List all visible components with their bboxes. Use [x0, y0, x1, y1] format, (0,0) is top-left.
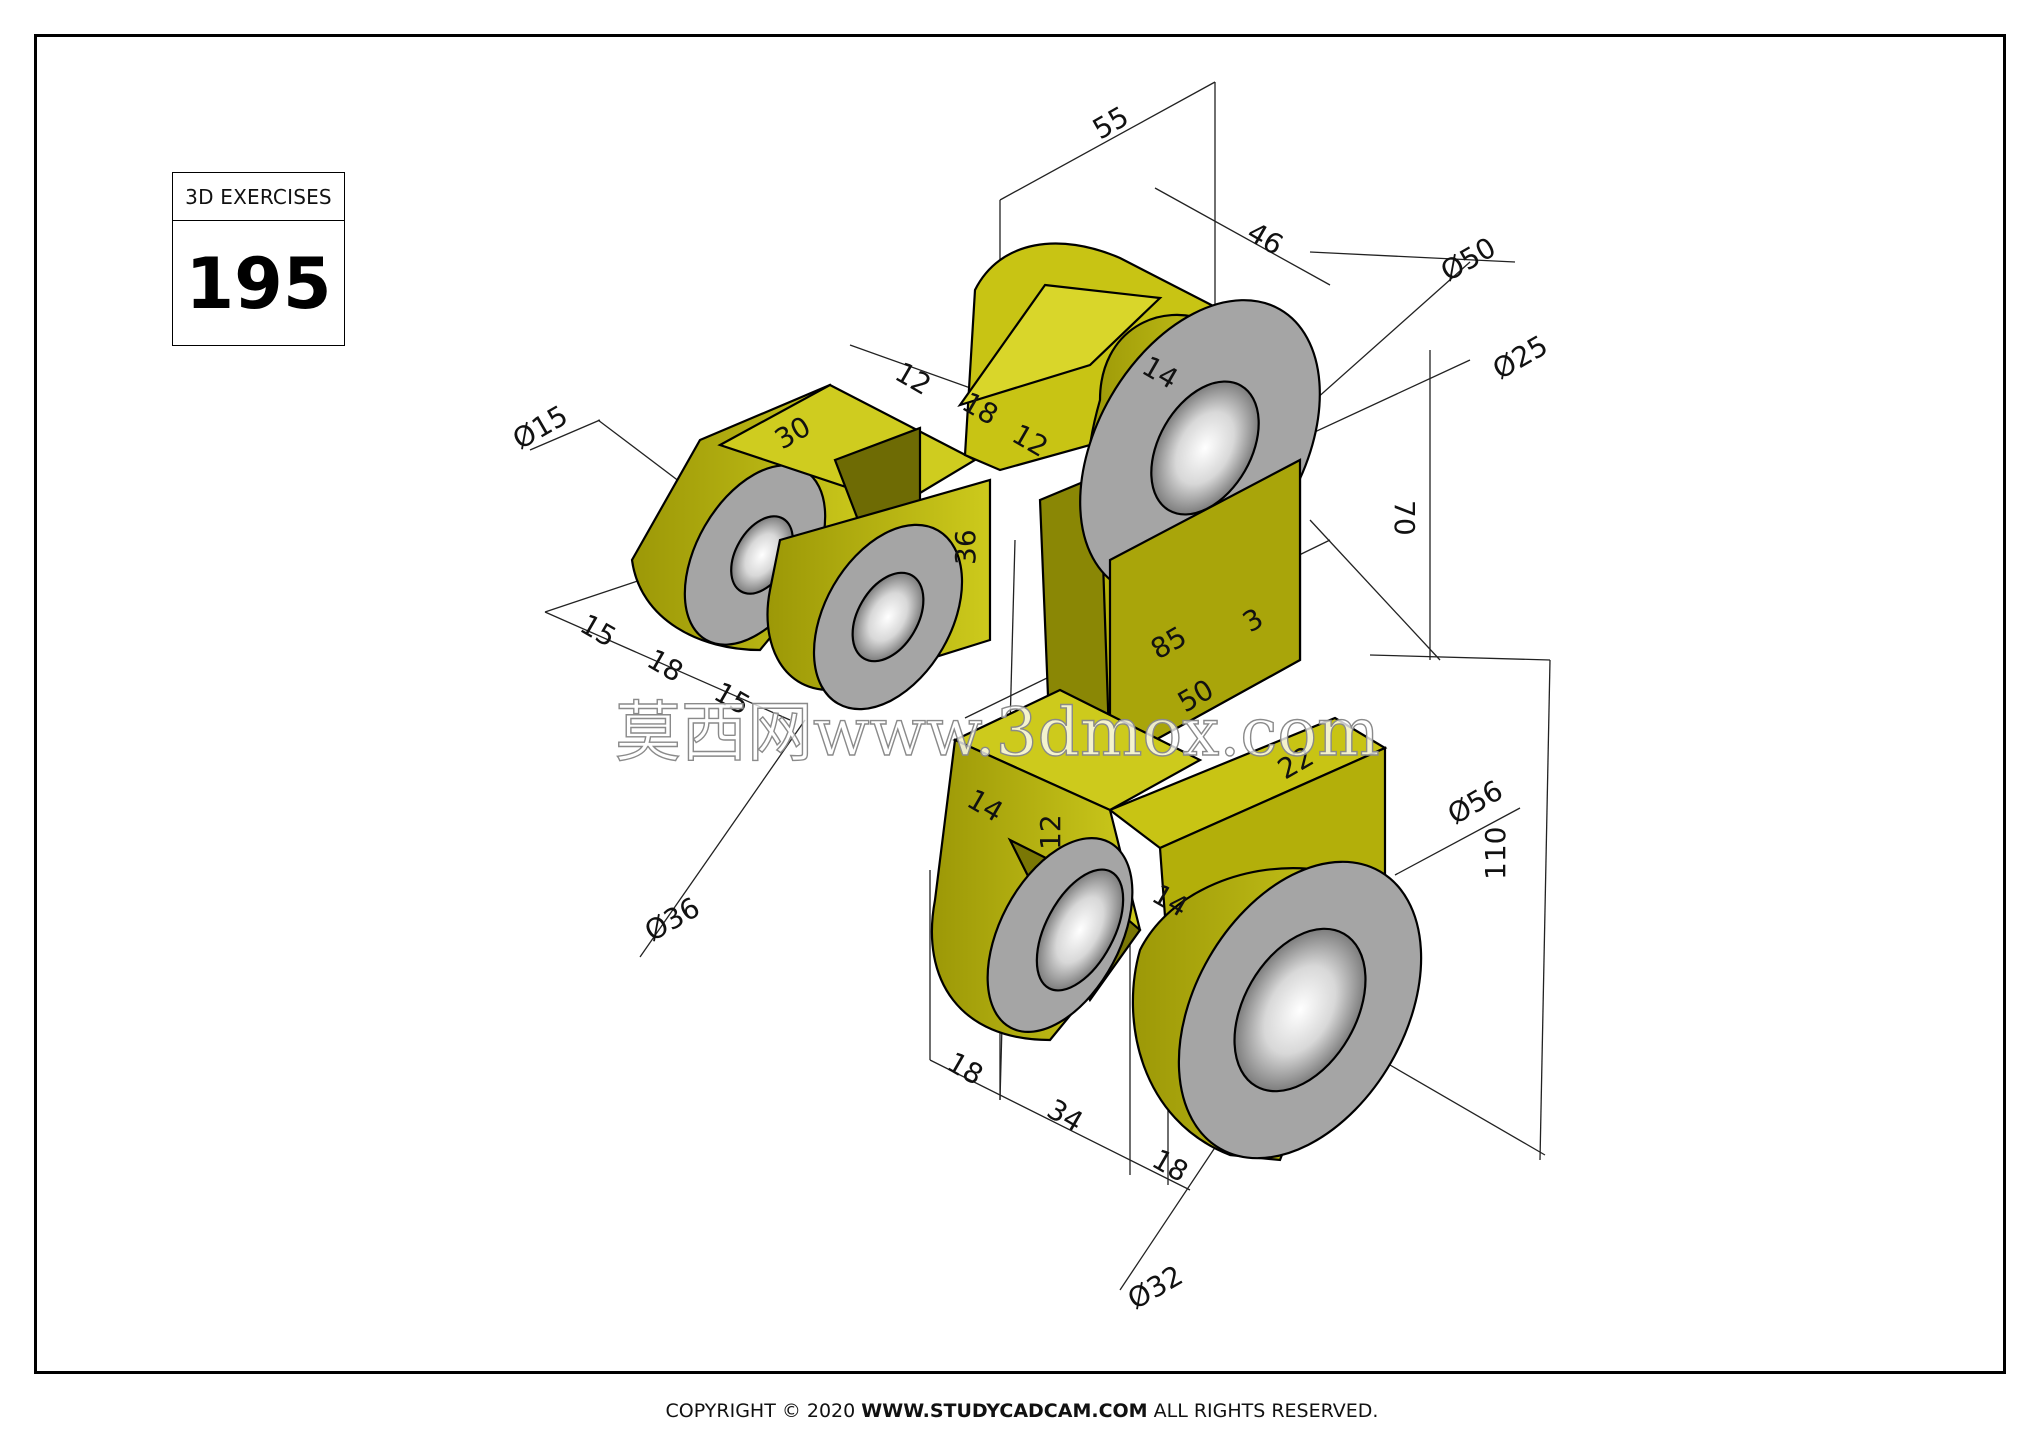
dim-dia56: Ø56 — [1442, 774, 1508, 831]
dim-70: 70 — [1388, 500, 1421, 536]
watermark: 莫西网www.3dmox.com — [615, 694, 1380, 771]
lower-clevis — [930, 688, 1423, 1162]
dim-36: 36 — [949, 529, 982, 565]
dim-dia25: Ø25 — [1487, 329, 1553, 386]
main-arm — [957, 242, 1321, 767]
dim-dia36: Ø36 — [639, 891, 705, 948]
copyright-prefix: COPYRIGHT © 2020 — [665, 1400, 856, 1422]
dim-dia15: Ø15 — [507, 399, 573, 456]
dim-18-bottom: 18 — [942, 1045, 989, 1091]
dim-dia50: Ø50 — [1435, 231, 1501, 288]
drawing-border — [34, 34, 2006, 1374]
dim-12-lower: 12 — [1034, 814, 1067, 850]
copyright-line: COPYRIGHT © 2020 WWW.STUDYCADCAM.COM ALL… — [0, 1400, 2044, 1422]
upper-clevis — [630, 383, 992, 711]
exercise-number: 195 — [185, 242, 332, 325]
dim-110: 110 — [1479, 827, 1512, 880]
dim-34: 34 — [1042, 1092, 1089, 1138]
dim-dia32: Ø32 — [1122, 1259, 1188, 1316]
dim-15-left: 15 — [575, 607, 622, 653]
dim-18-bottom-b: 18 — [1147, 1142, 1194, 1188]
dim-46: 46 — [1242, 215, 1289, 261]
dim-12-top: 12 — [890, 355, 937, 401]
dim-55: 55 — [1087, 100, 1134, 146]
copyright-suffix: ALL RIGHTS RESERVED. — [1153, 1400, 1379, 1422]
exercise-label: 3D EXERCISES — [173, 173, 344, 221]
dim-18-left: 18 — [642, 642, 689, 688]
exercise-badge: 3D EXERCISES 195 — [172, 172, 345, 346]
copyright-site: WWW.STUDYCADCAM.COM — [861, 1400, 1148, 1422]
